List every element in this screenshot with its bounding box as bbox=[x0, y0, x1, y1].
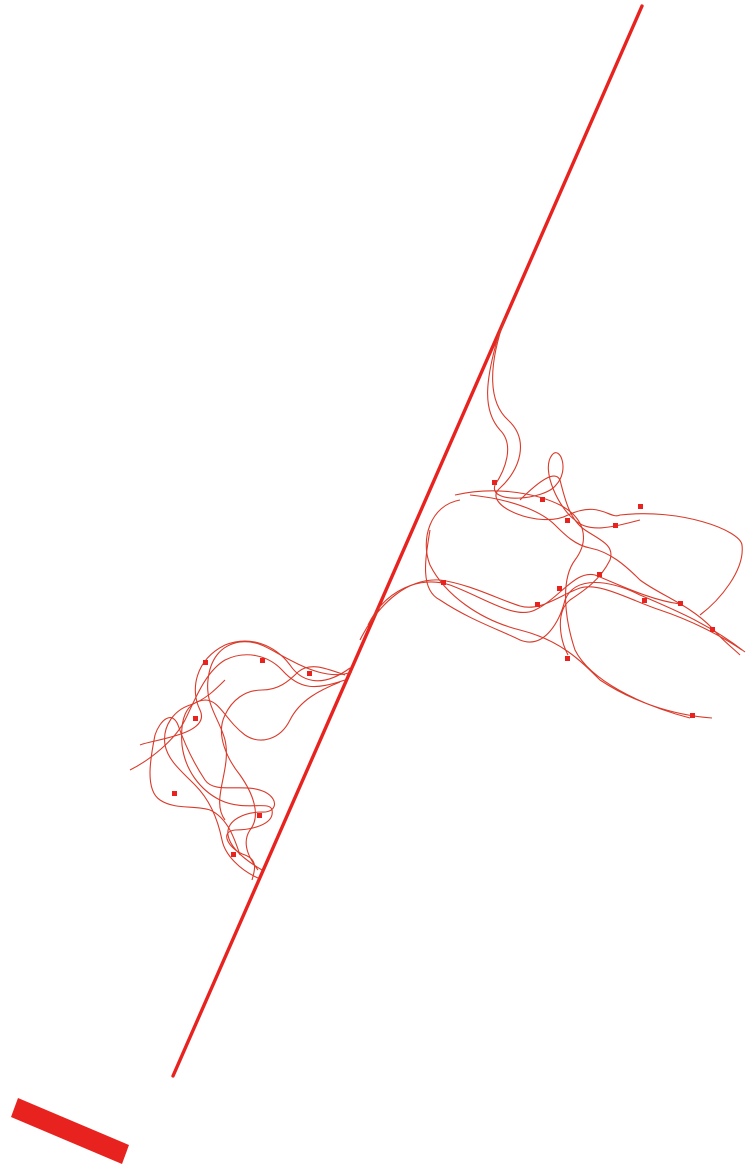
marker-square bbox=[535, 602, 540, 607]
meander-path bbox=[426, 500, 712, 718]
meander-path bbox=[140, 641, 350, 745]
marker-square bbox=[597, 572, 602, 577]
meander-path bbox=[130, 655, 345, 770]
meander-path bbox=[150, 718, 275, 870]
marker-square bbox=[642, 598, 647, 603]
marker-square bbox=[492, 480, 497, 485]
meander-path bbox=[488, 330, 640, 528]
marker-square bbox=[557, 586, 562, 591]
marker-square bbox=[260, 658, 265, 663]
marker-square bbox=[613, 523, 618, 528]
meander-path bbox=[221, 667, 345, 870]
meander-path bbox=[470, 495, 740, 655]
left-cluster-paths bbox=[130, 641, 352, 880]
scale-bar bbox=[11, 1098, 129, 1164]
marker-square bbox=[307, 671, 312, 676]
meander-path bbox=[520, 476, 611, 655]
marker-square bbox=[540, 497, 545, 502]
marker-square bbox=[193, 716, 198, 721]
marker-square bbox=[710, 627, 715, 632]
marker-square bbox=[172, 791, 177, 796]
main-diagonal-line bbox=[173, 6, 642, 1076]
marker-square bbox=[257, 813, 262, 818]
marker-square bbox=[690, 713, 695, 718]
meander-path bbox=[165, 680, 258, 878]
meander-path bbox=[426, 530, 745, 652]
marker-square bbox=[565, 518, 570, 523]
marker-square bbox=[231, 852, 236, 857]
meander-path bbox=[493, 318, 743, 615]
marker-square bbox=[565, 656, 570, 661]
marker-square bbox=[203, 660, 208, 665]
marker-square bbox=[638, 504, 643, 509]
marker-square bbox=[441, 580, 446, 585]
meander-path bbox=[455, 491, 690, 718]
marker-square bbox=[678, 601, 683, 606]
